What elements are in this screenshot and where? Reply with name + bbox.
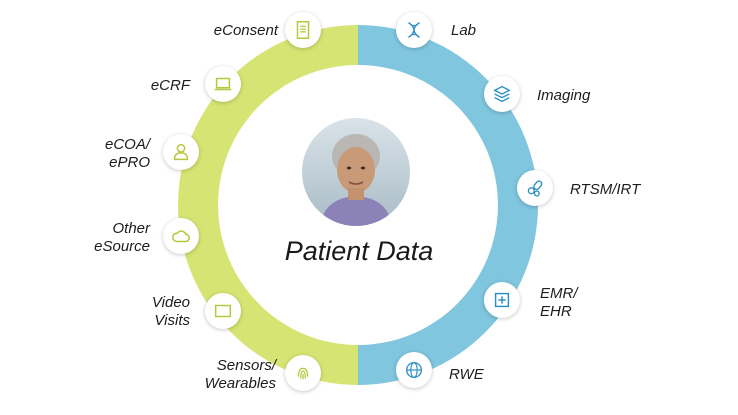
laptop-icon	[214, 77, 232, 91]
econsent-node[interactable]	[285, 12, 321, 48]
rtsm-node[interactable]	[517, 170, 553, 206]
rtsm-label: RTSM/IRT	[570, 181, 641, 198]
sensors-node[interactable]	[285, 355, 321, 391]
ecrf-node[interactable]	[205, 66, 241, 102]
video-label: Video Visits	[151, 294, 190, 329]
ecoa-node[interactable]	[163, 134, 199, 170]
ecoa-label: eCOA/ ePRO	[104, 136, 150, 171]
econsent-label: eConsent	[213, 22, 278, 39]
imaging-label: Imaging	[537, 87, 591, 104]
rwe-label: RWE	[449, 366, 484, 383]
esource-label: Other eSource	[94, 220, 150, 255]
globe-icon	[405, 361, 423, 379]
video-node[interactable]	[205, 293, 241, 329]
dna-icon	[408, 22, 420, 38]
patient-avatar	[302, 118, 410, 226]
rwe-node[interactable]	[396, 352, 432, 388]
ecrf-label: eCRF	[150, 77, 190, 94]
cloud-icon	[172, 230, 190, 243]
emr-label: EMR/ EHR	[540, 285, 578, 320]
pills-icon	[527, 180, 543, 197]
lab-label: Lab	[451, 22, 477, 39]
screen-icon	[214, 304, 232, 318]
lab-node[interactable]	[396, 12, 432, 48]
center-title: Patient Data	[284, 236, 434, 266]
document-icon	[296, 21, 310, 39]
esource-node[interactable]	[163, 218, 199, 254]
imaging-node[interactable]	[484, 76, 520, 112]
sensors-label: Sensors/ Wearables	[204, 357, 276, 392]
emr-node[interactable]	[484, 282, 520, 318]
person-icon	[173, 143, 189, 161]
medical-cross-icon	[494, 292, 510, 308]
fingerprint-icon	[297, 367, 309, 380]
layers-icon	[493, 85, 511, 103]
